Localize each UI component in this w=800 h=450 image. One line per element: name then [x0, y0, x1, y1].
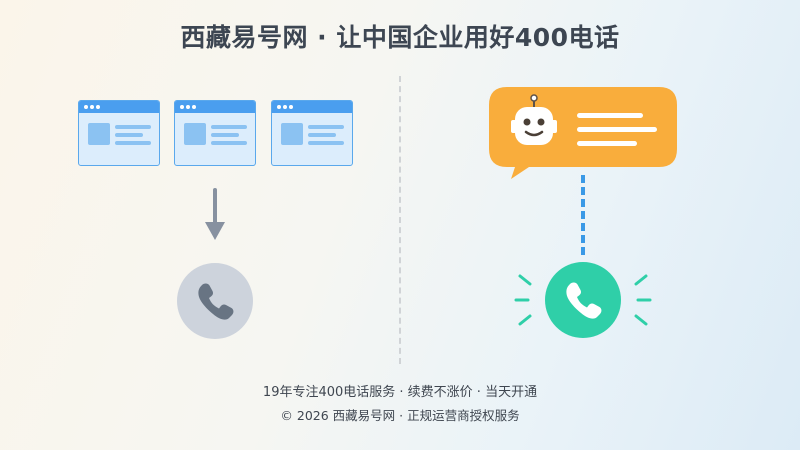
browser-window-icon [271, 100, 353, 166]
ringing-rays-icon [514, 274, 652, 326]
browser-window-icon [174, 100, 256, 166]
center-divider [399, 76, 401, 364]
phone-icon [545, 262, 621, 338]
connector-line [581, 175, 585, 255]
page-title: 西藏易号网 · 让中国企业用好400电话 [180, 23, 620, 52]
robot-icon [511, 94, 557, 145]
browser-window-icon [78, 100, 160, 166]
chat-bubble-icon [489, 87, 677, 179]
phone-icon [177, 263, 253, 339]
arrow-down-icon [205, 188, 225, 240]
footer-copyright: © 2026 西藏易号网 · 正规运营商授权服务 [280, 408, 520, 423]
footer-tagline: 19年专注400电话服务 · 续费不涨价 · 当天开通 [262, 385, 538, 400]
